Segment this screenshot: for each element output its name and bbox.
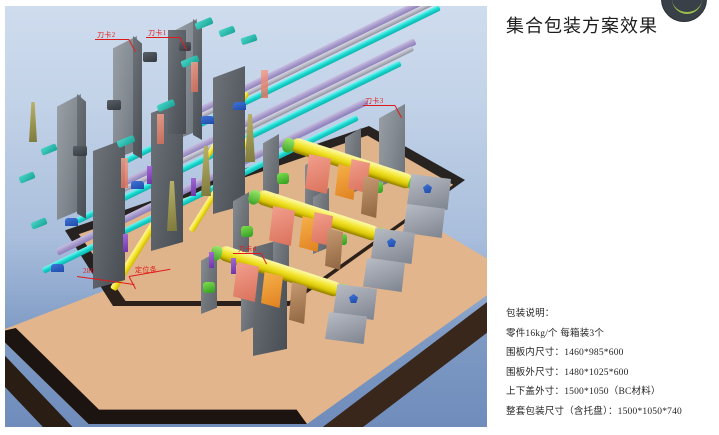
frame-olive-1 [245,114,255,162]
fastener-blue-2 [387,238,396,247]
leader-line-card3 [363,105,395,106]
page-title: 集合包装方案效果 [506,16,658,36]
fastener-blue-1 [423,184,432,193]
partition-card-9 [263,134,279,200]
saddle-blue-2 [233,102,246,110]
fastener-blue-3 [349,294,358,303]
hook-purple-3 [123,234,128,252]
strap-1 [191,62,198,92]
spec-block: 包装说明： 零件16kg/个 每箱装3个 围板内尺寸：1460*985*600 … [506,305,716,422]
cad-scene: 刀卡2 刀卡1 刀卡3 刀卡4 280 定位条 [5,6,487,427]
accent-teal-2 [218,25,236,38]
spec-line-outer-size: 围板外尺寸：1480*1025*600 [506,367,629,378]
accent-teal-7 [40,143,58,156]
assembly-gray-6 [325,312,367,344]
leader-line-card2 [95,39,129,40]
corner-arc-icon [672,0,702,14]
frame-olive-4 [29,102,37,142]
frame-olive-2 [201,146,211,196]
core-block-1 [361,176,379,218]
clamp-green-1 [277,173,289,184]
partition-card-8 [168,30,186,134]
spec-line-total-size: 整套包装尺寸（含托盘）：1500*1050*740 [506,406,683,417]
cad-viewport[interactable]: 刀卡2 刀卡1 刀卡3 刀卡4 280 定位条 [5,6,487,427]
bracket-salmon-1 [305,154,331,194]
partition-card-14 [233,192,249,258]
strap-4 [261,70,268,98]
frame-olive-3 [167,181,177,231]
hook-purple-1 [147,166,152,184]
spec-line-cover-size: 上下盖外寸：1500*1050（BC材料） [506,387,661,397]
assembly-gray-2 [403,204,445,238]
annotation-locating-strip: 定位条 [135,266,158,274]
leader-line-card4 [233,253,261,254]
accent-teal-1 [194,16,214,31]
strap-2 [157,114,164,144]
annotation-card1: 刀卡1 [148,29,167,37]
hook-purple-2 [191,178,196,196]
partition-card-2-side [133,36,142,159]
annotation-card4: 刀卡4 [238,245,257,253]
strap-3 [121,158,128,188]
assembly-gray-4 [363,258,405,292]
saddle-blue-1 [201,116,214,124]
partition-card-4 [93,139,125,289]
leader-line-card1 [146,37,180,38]
annotation-dim-280: 280 [83,267,95,275]
accent-teal-3 [240,33,258,46]
partition-card-3-side [77,94,86,219]
saddle-blue-3 [131,181,144,189]
hook-purple-4 [209,252,214,268]
clip-sensor-2 [107,100,121,110]
accent-teal-8 [18,171,36,184]
partition-card-6 [213,66,245,214]
annotation-card3: 刀卡3 [365,97,384,105]
annotation-card2: 刀卡2 [97,31,116,39]
bracket-salmon-3 [233,262,259,302]
clip-sensor-3 [73,146,87,156]
clamp-green-2 [241,226,253,237]
accent-teal-9 [30,217,48,230]
core-block-2 [325,228,343,270]
clamp-green-3 [203,282,215,293]
bracket-orange-3 [261,272,283,308]
spec-heading: 包装说明： [506,309,555,319]
bracket-salmon-2 [269,206,295,246]
core-block-3 [289,282,307,324]
spec-line-weight: 零件16kg/个 每箱装3个 [506,328,605,339]
spec-line-inner-size: 围板内尺寸：1460*985*600 [506,348,624,358]
hook-purple-5 [231,258,236,274]
saddle-blue-5 [51,264,64,272]
saddle-blue-4 [65,218,78,226]
clip-sensor-1 [143,52,157,62]
